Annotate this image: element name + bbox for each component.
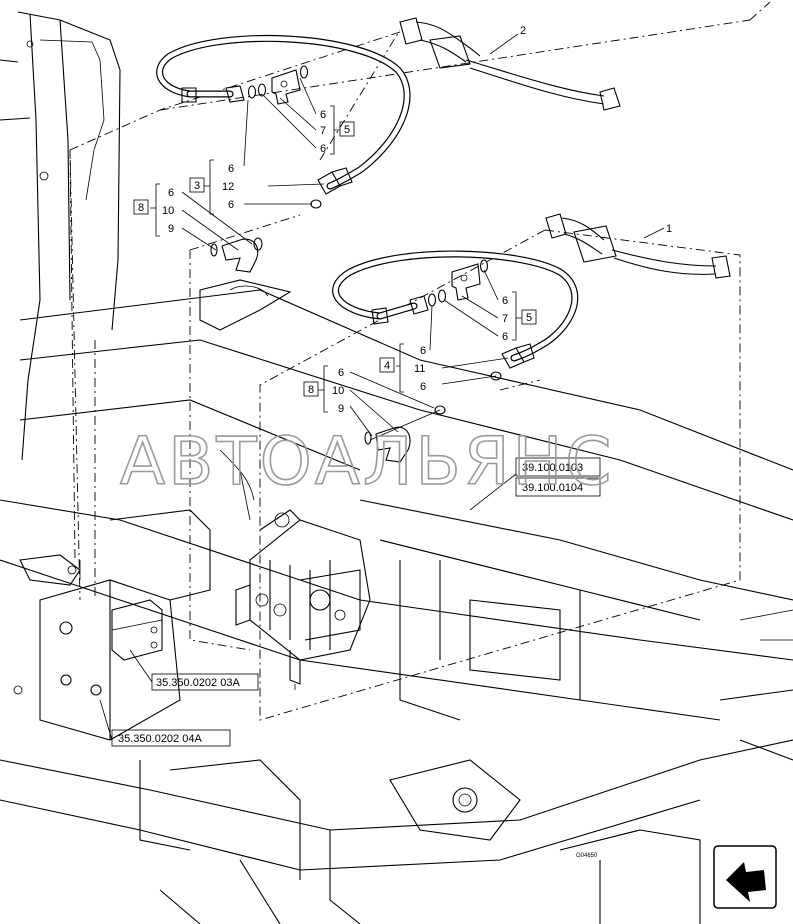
chassis-frame [0,11,793,924]
ref-label-4: 35.350.0202 04A [118,733,202,745]
callout-lower-hose-b: 11 [414,363,425,375]
callout-lower-elbow-b: 10 [332,385,344,397]
callout-upper-elbow-group-box [133,199,149,215]
callout-upper-hose-c: 6 [228,199,234,211]
reference-labels: 39.100.0103 39.100.0104 35.350.0202 03A … [111,457,601,747]
callout-lower-elbow-a: 6 [338,367,344,379]
ref-label-2: 39.100.0104 [522,482,583,494]
drawing-code: G04650 [576,853,598,859]
callout-upper-tee-group-box [339,121,355,137]
ref-label-3: 35.350.0202 03A [156,677,240,689]
ref-box-4 [111,729,231,747]
callout-upper-elbow-group: 8 [138,202,144,214]
watermark-text: АВТОАЛЬЯНС [120,423,614,500]
callout-upper-hose-group-box [189,177,205,193]
callout-upper-hose-group: 3 [194,180,200,192]
callout-lower-hose-c: 6 [420,381,426,393]
callout-upper-tee-qty2: 6 [320,143,326,155]
callout-upper-hose-a: 6 [228,163,234,175]
callout-upper-elbow-c: 9 [168,223,174,235]
callout-upper-elbow-a: 6 [168,187,174,199]
upper-hose-assembly [156,17,621,273]
lower-hose-assembly [332,213,731,463]
callout-lower-tee-qty: 6 [502,295,508,307]
control-valve-block [219,449,371,690]
navigation-arrow-icon [713,845,777,909]
ref-box-2 [515,477,601,497]
callout-leaders [99,33,665,741]
ref-box-3 [151,673,259,691]
callout-lower-hose-group-box [379,357,395,373]
callout-lower-elbow-group-box [303,381,319,397]
callout-upper-tee-group: 5 [344,124,350,136]
callout-lower-hose-a: 6 [420,345,426,357]
callout-lower-tee-item: 7 [502,313,508,325]
callout-upper-tee-qty: 6 [320,109,326,121]
callout-upper-hose-b: 12 [222,181,234,193]
callout-lower-tee-group-box [521,309,537,325]
callout-upper-hose: 2 [520,25,526,37]
callout-lower-elbow-c: 9 [338,403,344,415]
callout-lower-hose-group: 4 [384,360,390,372]
callout-upper-elbow-b: 10 [162,205,174,217]
ref-box-1 [515,457,601,477]
assembly-phantom-lines [69,1,771,721]
callout-labels: 2 1 6 7 6 5 3 6 12 6 8 6 10 9 6 7 6 5 4 … [133,25,672,415]
callout-lower-tee-group: 5 [526,312,532,324]
callout-lower-elbow-group: 8 [308,384,314,396]
callout-upper-tee-item: 7 [320,125,326,137]
callout-lower-tee-qty2: 6 [502,331,508,343]
callout-lower-hose: 1 [666,223,672,235]
ref-label-1: 39.100.0103 [522,462,583,474]
